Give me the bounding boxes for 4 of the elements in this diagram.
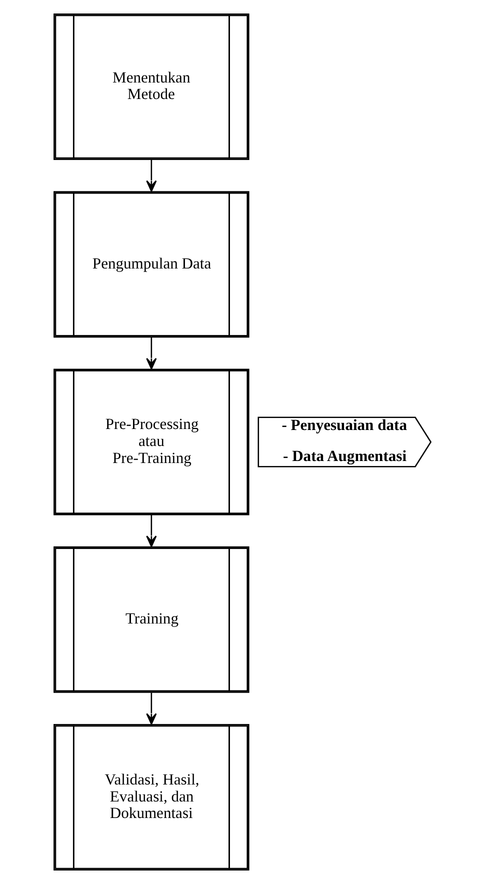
arrow: [146, 515, 157, 548]
arrow: [146, 692, 157, 725]
arrow: [146, 337, 157, 370]
arrow: [146, 160, 157, 192]
